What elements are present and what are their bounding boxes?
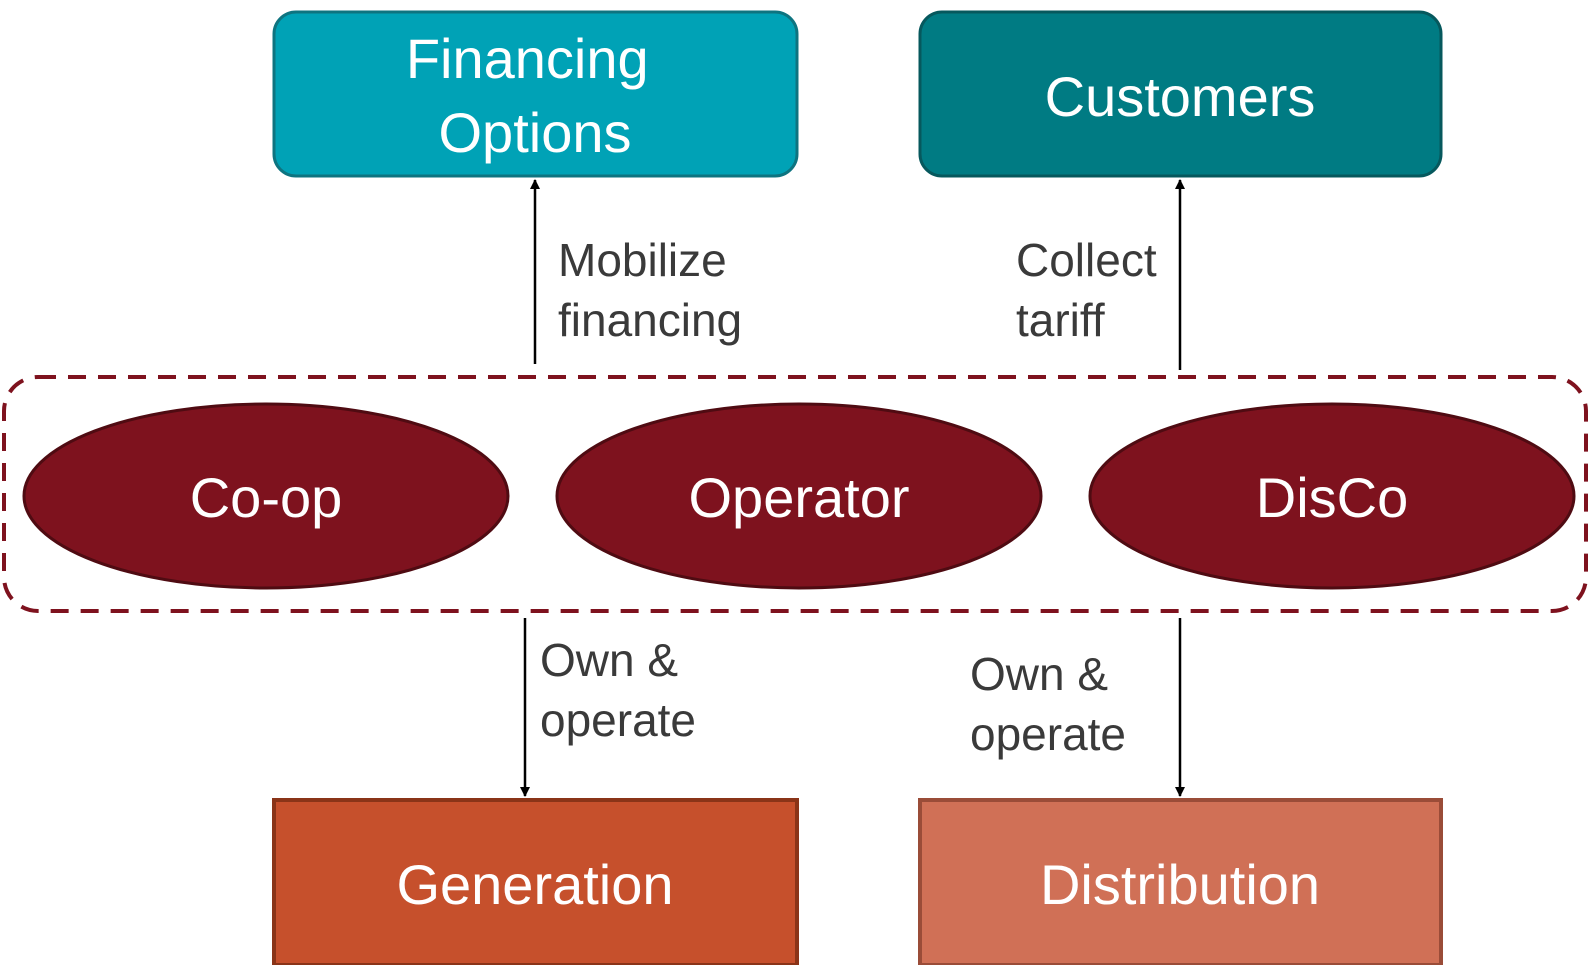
financing-options-box [272, 10, 799, 178]
financing-options-node: Financing Options [272, 10, 799, 178]
own-distribution-label-line1: Own & [970, 648, 1108, 700]
collect-tariff-label-line2: tariff [1016, 294, 1105, 346]
financing-options-label-line1: Financing [406, 27, 649, 90]
collect-tariff-label-line1: Collect [1016, 234, 1157, 286]
own-generation-label-line1: Own & [540, 634, 678, 686]
own-generation-label-line2: operate [540, 694, 696, 746]
mobilize-financing-label-line1: Mobilize [558, 234, 727, 286]
own-distribution-label: Own & operate [970, 648, 1126, 760]
generation-label: Generation [396, 853, 673, 916]
financing-options-label-line2: Options [439, 101, 632, 164]
distribution-node: Distribution [918, 798, 1443, 965]
customers-label: Customers [1045, 65, 1316, 128]
operator-label: Operator [689, 466, 910, 529]
coop-ellipse [22, 402, 510, 590]
own-distribution-label-line2: operate [970, 708, 1126, 760]
customers-box [918, 10, 1443, 178]
financing-options-label: Financing Options [406, 27, 664, 164]
distribution-label: Distribution [1040, 853, 1320, 916]
mobilize-financing-label: Mobilize financing [558, 234, 742, 346]
disco-node: DisCo [1088, 402, 1576, 590]
coop-node: Co-op [22, 402, 510, 590]
coop-label: Co-op [190, 466, 343, 529]
generation-box [272, 798, 799, 965]
own-generation-label: Own & operate [540, 634, 696, 746]
disco-ellipse [1088, 402, 1576, 590]
operator-node: Operator [555, 402, 1043, 590]
generation-node: Generation [272, 798, 799, 965]
operator-ellipse [555, 402, 1043, 590]
customers-node: Customers [918, 10, 1443, 178]
disco-label: DisCo [1256, 466, 1408, 529]
mobilize-financing-label-line2: financing [558, 294, 742, 346]
entity-group-border [2, 375, 1588, 613]
distribution-box [918, 798, 1443, 965]
collect-tariff-label: Collect tariff [1016, 234, 1169, 346]
